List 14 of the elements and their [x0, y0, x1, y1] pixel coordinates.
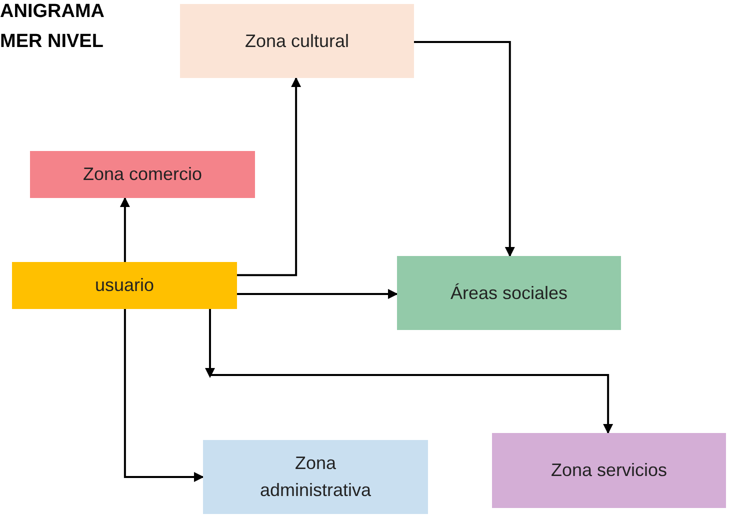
- box-label: Áreas sociales: [450, 282, 568, 304]
- box-label: Zona comercio: [82, 163, 202, 186]
- process-box: [397, 256, 621, 330]
- heading-text: MER NIVEL: [0, 32, 104, 51]
- heading-text: ANIGRAMA: [0, 2, 104, 21]
- process-box: [203, 440, 428, 514]
- process-box: [180, 4, 414, 78]
- process-box: [30, 151, 255, 198]
- box-label: Zona cultural: [244, 30, 350, 52]
- box-label: Zona servicios: [550, 459, 668, 482]
- box-label: Zona administrativa: [258, 452, 372, 502]
- process-box: [12, 262, 237, 309]
- process-box: [492, 433, 726, 508]
- box-label: usuario: [94, 274, 154, 297]
